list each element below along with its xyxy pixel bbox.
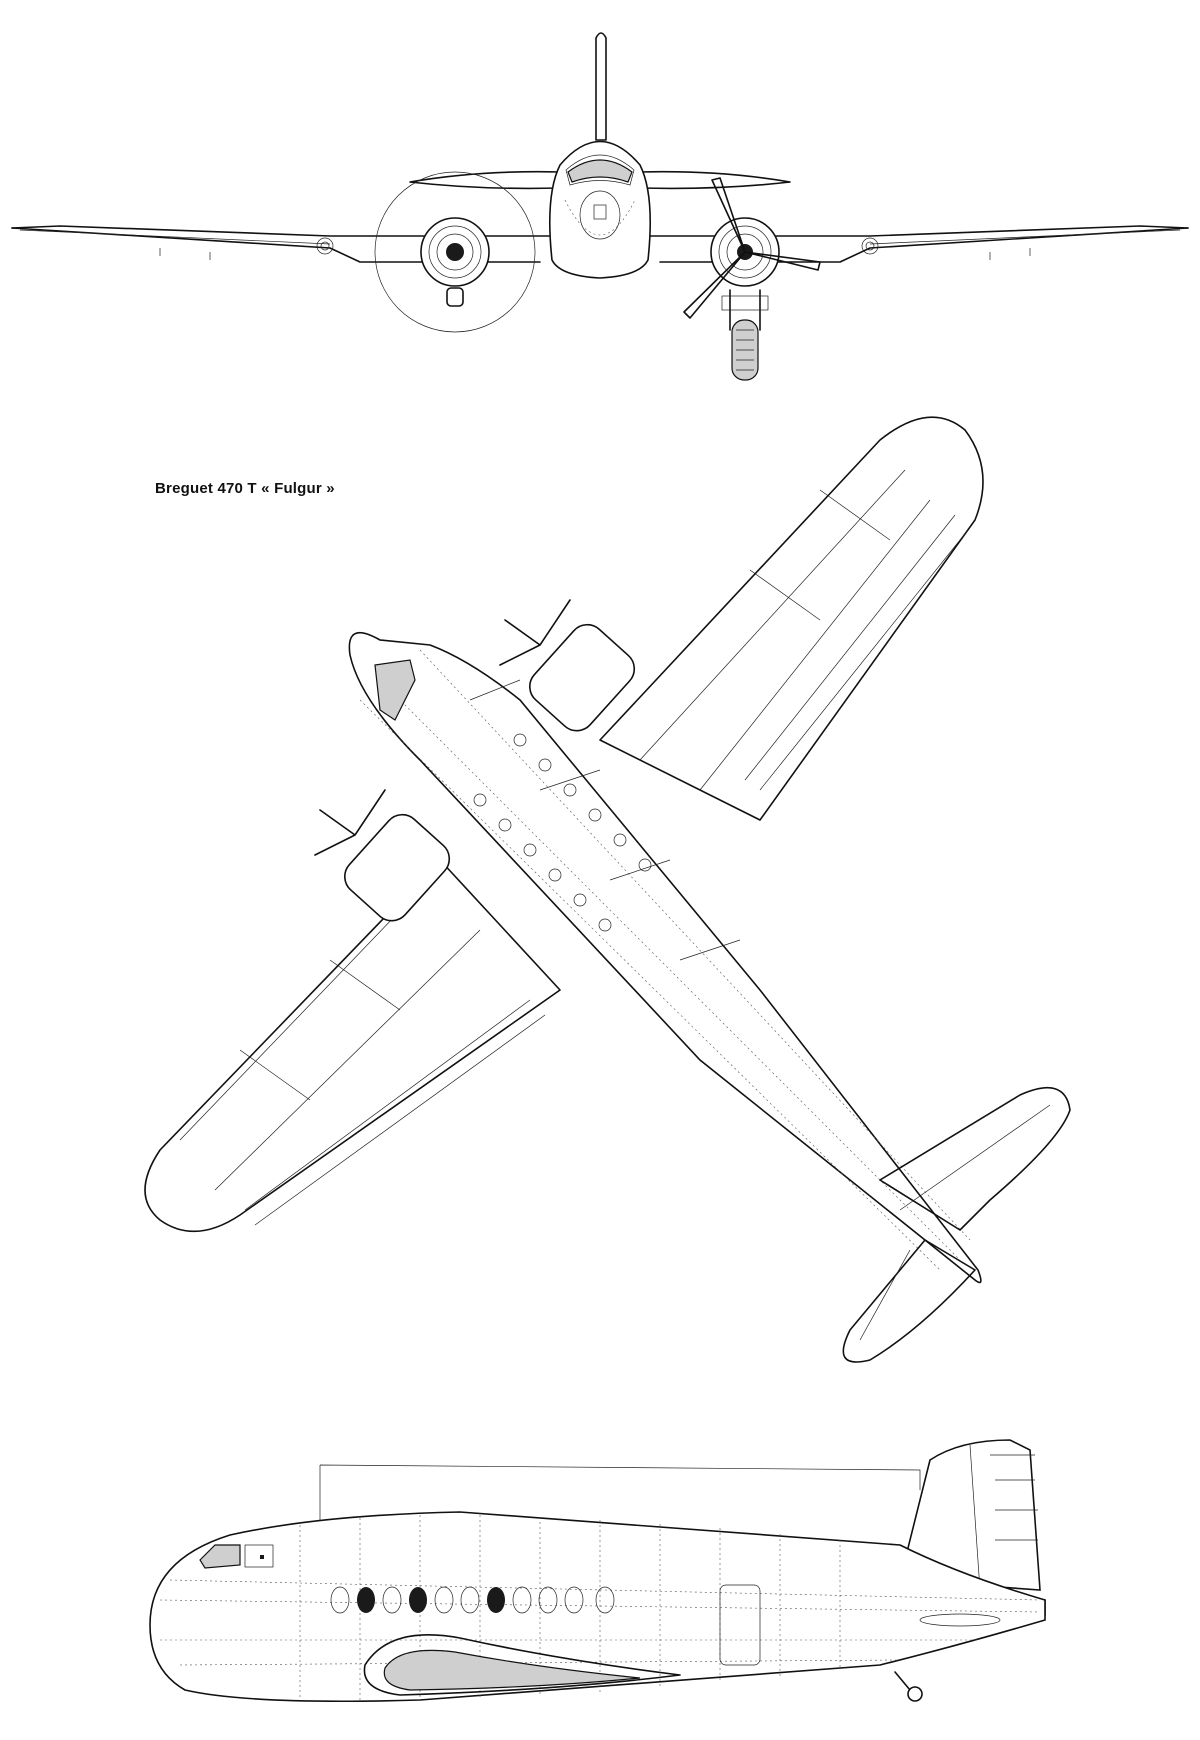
top-view (144, 416, 1071, 1363)
front-view (11, 32, 1189, 381)
drawing-title: Breguet 470 T « Fulgur » (155, 480, 335, 497)
side-view (149, 1439, 1046, 1703)
